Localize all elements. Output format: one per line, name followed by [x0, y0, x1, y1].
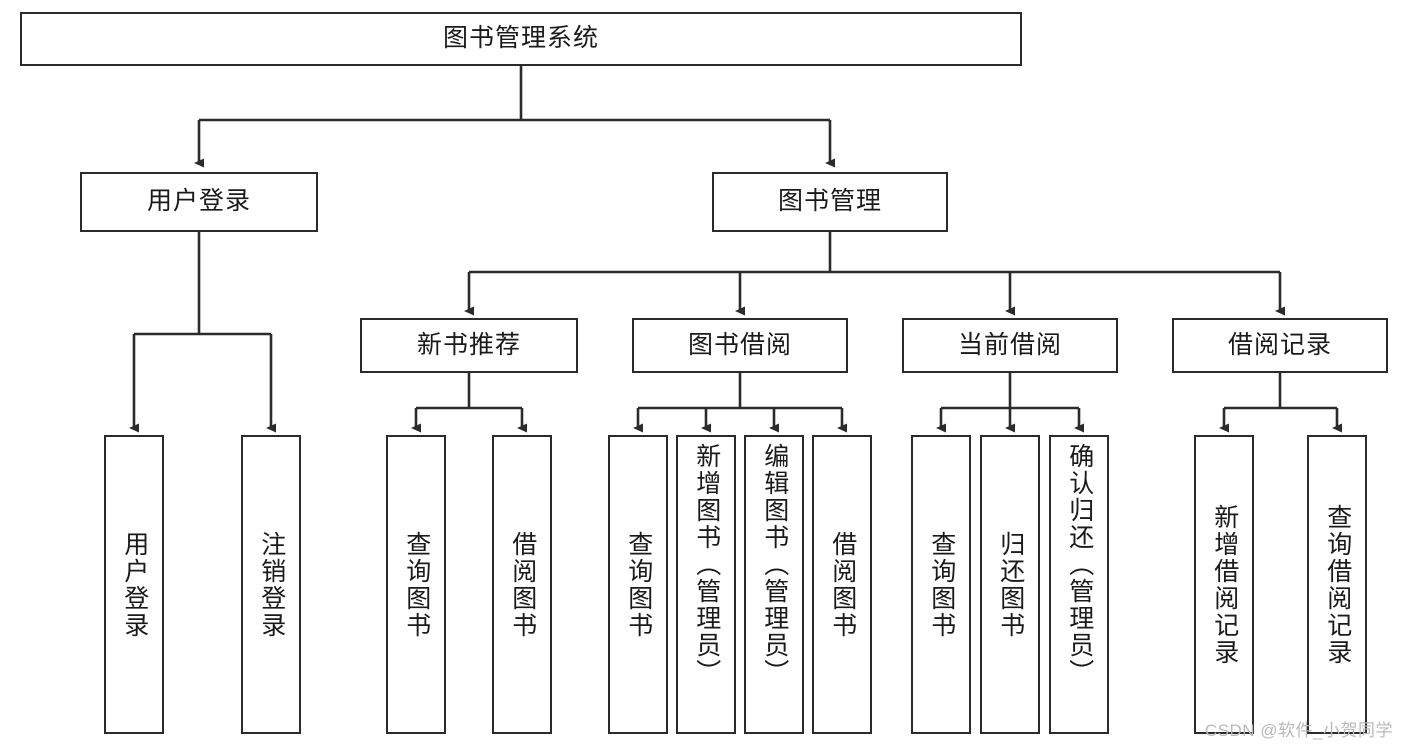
leaf-user-login-logout[interactable]: 注销登录 [241, 435, 301, 734]
leaf-new-book-query[interactable]: 查询图书 [386, 435, 446, 734]
node-user-login[interactable]: 用户登录 [80, 172, 318, 232]
leaf-current-confirm-return-admin[interactable]: 确认归还（管理员） [1049, 435, 1109, 734]
node-label: 归还图书 [996, 530, 1025, 639]
node-label: 查询图书 [402, 530, 431, 639]
leaf-new-book-borrow[interactable]: 借阅图书 [492, 435, 552, 734]
node-book-management[interactable]: 图书管理 [712, 172, 948, 232]
node-label: 借阅图书 [508, 530, 537, 639]
node-label: 查询图书 [927, 530, 956, 639]
node-label: 查询借阅记录 [1323, 503, 1352, 666]
node-new-book-recommend[interactable]: 新书推荐 [360, 318, 578, 373]
node-label: 图书借阅 [687, 330, 792, 359]
node-label: 新书推荐 [416, 330, 521, 359]
node-root-book-management-system[interactable]: 图书管理系统 [20, 12, 1022, 66]
leaf-borrow-add-book-admin[interactable]: 新增图书（管理员） [676, 435, 736, 734]
node-label: 借阅图书 [828, 530, 857, 639]
node-current-borrow[interactable]: 当前借阅 [902, 318, 1118, 373]
node-label: 确认归还（管理员） [1065, 443, 1094, 686]
watermark: CSDN @软件_小贺同学 [1204, 721, 1393, 740]
node-label: 用户登录 [146, 187, 251, 216]
node-book-borrow[interactable]: 图书借阅 [632, 318, 848, 373]
node-label: 图书管理系统 [442, 24, 599, 53]
leaf-record-query-record[interactable]: 查询借阅记录 [1307, 435, 1367, 734]
node-label: 查询图书 [624, 530, 653, 639]
leaf-user-login-login[interactable]: 用户登录 [104, 435, 164, 734]
node-label: 注销登录 [257, 530, 286, 639]
leaf-record-add-record[interactable]: 新增借阅记录 [1194, 435, 1254, 734]
leaf-borrow-edit-book-admin[interactable]: 编辑图书（管理员） [744, 435, 804, 734]
node-label: 图书管理 [777, 187, 882, 216]
node-label: 借阅记录 [1227, 330, 1332, 359]
leaf-current-return-book[interactable]: 归还图书 [980, 435, 1040, 734]
node-borrow-record[interactable]: 借阅记录 [1172, 318, 1388, 373]
leaf-borrow-borrow-book[interactable]: 借阅图书 [812, 435, 872, 734]
node-label: 用户登录 [120, 530, 149, 639]
node-label: 新增图书（管理员） [692, 443, 721, 686]
node-label: 当前借阅 [957, 330, 1062, 359]
leaf-current-query[interactable]: 查询图书 [911, 435, 971, 734]
node-label: 编辑图书（管理员） [760, 443, 789, 686]
node-label: 新增借阅记录 [1210, 503, 1239, 666]
leaf-borrow-query[interactable]: 查询图书 [608, 435, 668, 734]
